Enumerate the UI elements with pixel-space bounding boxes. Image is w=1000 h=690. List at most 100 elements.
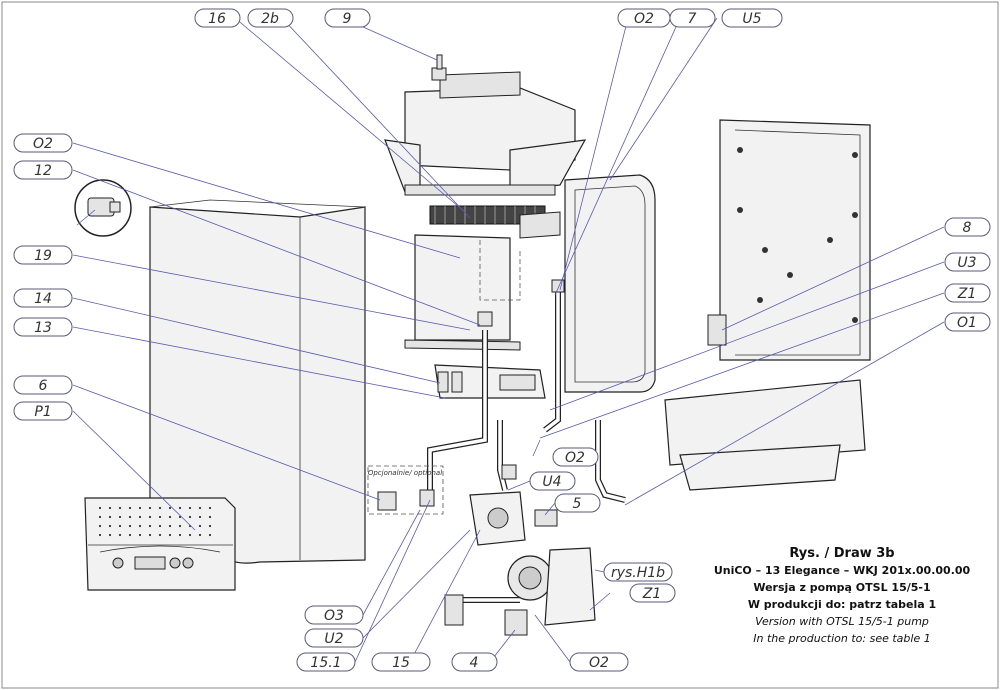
panel-dot bbox=[158, 524, 162, 528]
tag-4: 4 bbox=[451, 652, 498, 672]
tag-4-text: 4 bbox=[470, 655, 479, 671]
panel-dot bbox=[208, 506, 212, 510]
panel-dot bbox=[148, 515, 152, 519]
tag-15-text: 15 bbox=[392, 655, 410, 671]
panel-dot bbox=[128, 524, 132, 528]
rear-panel bbox=[664, 119, 871, 491]
panel-dot bbox=[108, 533, 112, 537]
rear-panel-hole bbox=[762, 247, 768, 253]
panel-dot bbox=[198, 506, 202, 510]
panel-dot bbox=[98, 506, 102, 510]
tag-15: 15 bbox=[371, 652, 431, 672]
tag-14-text: 14 bbox=[34, 291, 52, 307]
tag-15-1: 15.1 bbox=[296, 652, 356, 672]
panel-dot bbox=[168, 524, 172, 528]
tag-u4: U4 bbox=[529, 471, 576, 491]
panel-dot bbox=[168, 515, 172, 519]
panel-dot bbox=[118, 533, 122, 537]
tag-2b: 2b bbox=[247, 8, 294, 28]
caption-version-pl: Wersja z pompą OTSL 15/5-1 bbox=[753, 581, 931, 594]
panel-dot bbox=[108, 515, 112, 519]
panel-dot bbox=[128, 506, 132, 510]
tag-2b-text: 2b bbox=[261, 11, 279, 27]
caption-model: UniCO – 13 Elegance – WKJ 201x.00.00.00 bbox=[713, 564, 971, 577]
tag-u2: U2 bbox=[304, 628, 364, 648]
panel-dot bbox=[188, 515, 192, 519]
control-panel bbox=[84, 497, 236, 591]
tag-rys-text: rys.H1b bbox=[611, 565, 665, 581]
caption-title: Rys. / Draw 3b bbox=[789, 546, 895, 561]
tag-z1-bottom-text: Z1 bbox=[642, 586, 662, 602]
gas-valve bbox=[469, 491, 558, 546]
panel-dot bbox=[148, 533, 152, 537]
caption-production-pl: W produkcji do: patrz tabela 1 bbox=[747, 598, 937, 611]
panel-dot bbox=[138, 524, 142, 528]
panel-dot bbox=[108, 524, 112, 528]
panel-dot bbox=[198, 515, 202, 519]
tag-rys: rys.H1b bbox=[603, 562, 673, 582]
leader-lines bbox=[72, 17, 945, 663]
panel-dot bbox=[128, 515, 132, 519]
heat-exchanger bbox=[429, 205, 561, 239]
tag-u5: U5 bbox=[721, 8, 783, 28]
screw-9 bbox=[431, 54, 447, 81]
rear-panel-hole bbox=[787, 272, 793, 278]
panel-dot bbox=[198, 533, 202, 537]
panel-dot bbox=[118, 524, 122, 528]
optional-box bbox=[367, 465, 444, 515]
tag-o3: O3 bbox=[304, 605, 364, 625]
tag-z1-bottom: Z1 bbox=[629, 583, 676, 603]
tag-o2-bottom-text: O2 bbox=[589, 655, 609, 671]
rear-panel-holes bbox=[737, 147, 858, 323]
tag-o2-mid-text: O2 bbox=[565, 450, 585, 466]
tag-o2-bottom: O2 bbox=[569, 652, 629, 672]
tag-19: 19 bbox=[13, 245, 73, 265]
panel-dot bbox=[178, 533, 182, 537]
tag-9: 9 bbox=[324, 8, 371, 28]
panel-dot bbox=[168, 533, 172, 537]
panel-dot bbox=[138, 506, 142, 510]
tag-12-text: 12 bbox=[34, 163, 52, 179]
caption-version-en: Version with OTSL 15/5-1 pump bbox=[755, 615, 929, 628]
panel-dot bbox=[158, 533, 162, 537]
tag-o1-text: O1 bbox=[957, 315, 977, 331]
panel-dot bbox=[178, 506, 182, 510]
tag-14: 14 bbox=[13, 288, 73, 308]
pump bbox=[504, 547, 596, 636]
tag-z1: Z1 bbox=[944, 283, 991, 303]
tag-u3: U3 bbox=[944, 252, 991, 272]
tag-7-text: 7 bbox=[688, 11, 697, 27]
tag-6: 6 bbox=[13, 375, 73, 395]
tag-o2-mid: O2 bbox=[552, 447, 599, 467]
caption-production-en: In the production to: see table 1 bbox=[753, 632, 931, 645]
tag-6-text: 6 bbox=[39, 378, 48, 394]
tag-8-text: 8 bbox=[963, 220, 972, 236]
panel-dot bbox=[98, 533, 102, 537]
tag-13: 13 bbox=[13, 317, 73, 337]
expansion-vessel bbox=[564, 174, 656, 393]
panel-dot bbox=[148, 506, 152, 510]
fan-hood bbox=[384, 71, 587, 196]
panel-dot bbox=[198, 524, 202, 528]
panel-dot bbox=[98, 524, 102, 528]
tag-p1-text: P1 bbox=[34, 404, 51, 420]
tag-o2-top: O2 bbox=[617, 8, 671, 28]
pipes bbox=[427, 290, 626, 603]
panel-dot bbox=[98, 515, 102, 519]
rear-panel-hole bbox=[827, 237, 833, 243]
tag-u2-text: U2 bbox=[324, 631, 343, 647]
tag-19-text: 19 bbox=[34, 248, 52, 264]
panel-dot bbox=[138, 533, 142, 537]
tag-15-1-text: 15.1 bbox=[310, 655, 341, 671]
panel-dot bbox=[158, 515, 162, 519]
panel-dot bbox=[168, 506, 172, 510]
tag-16-text: 16 bbox=[208, 11, 226, 27]
tag-16: 16 bbox=[194, 8, 241, 28]
tag-13-text: 13 bbox=[34, 320, 52, 336]
panel-dot bbox=[208, 524, 212, 528]
panel-dot bbox=[188, 506, 192, 510]
tag-o1: O1 bbox=[944, 312, 991, 332]
